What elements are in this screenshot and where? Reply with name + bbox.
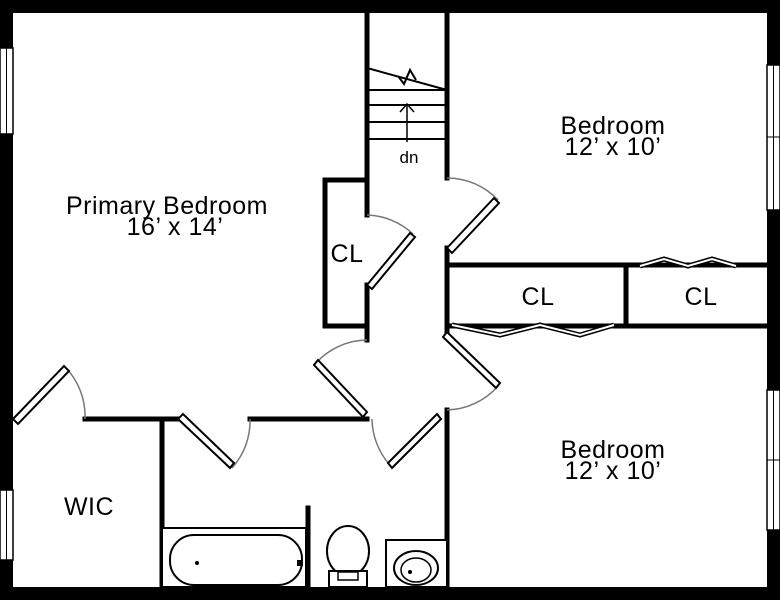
bifold-door-closet-right: [639, 256, 737, 269]
room-name-closet-primary: CL: [331, 240, 364, 268]
door-bedroom-bottom: [441, 330, 502, 411]
sink-icon: [385, 539, 448, 588]
room-size-bedroom-top: 12’ x 10’: [565, 133, 662, 161]
window-right-bottom: [766, 389, 780, 531]
room-labels: Primary Bedroom 16’ x 14’ Bedroom 12’ x …: [64, 112, 718, 521]
bifold-door-closet-mid: [451, 322, 615, 338]
bathtub-icon: [161, 527, 307, 588]
window-right-top: [766, 64, 780, 211]
windows: [0, 47, 780, 561]
room-name-bedroom-bottom: Bedroom: [561, 436, 666, 464]
doors: [11, 177, 737, 470]
stairs: dn: [366, 67, 448, 167]
room-name-closet-mid: CL: [522, 283, 555, 311]
stair-arrow-icon: [399, 102, 415, 142]
room-name-bedroom-top: Bedroom: [561, 112, 666, 140]
stair-direction-label: dn: [400, 148, 419, 167]
bathroom-fixtures: [161, 525, 448, 588]
window-left-bottom: [0, 489, 14, 561]
window-left-top: [0, 47, 14, 135]
room-size-primary-bedroom: 16’ x 14’: [127, 213, 224, 241]
door-bathroom-hall: [371, 412, 443, 470]
stair-break-mark: [397, 67, 417, 86]
door-primary-bedroom: [312, 339, 369, 419]
room-name-primary-bedroom: Primary Bedroom: [66, 192, 268, 220]
room-name-closet-right: CL: [685, 283, 718, 311]
interior-walls: [82, 10, 770, 590]
door-bathroom-primary: [176, 412, 251, 470]
door-wic: [11, 364, 86, 426]
room-name-wic: WIC: [64, 493, 114, 521]
door-closet-primary: [365, 214, 417, 291]
door-bedroom-top: [445, 177, 501, 255]
toilet-icon: [326, 525, 370, 588]
room-size-bedroom-bottom: 12’ x 10’: [565, 457, 662, 485]
